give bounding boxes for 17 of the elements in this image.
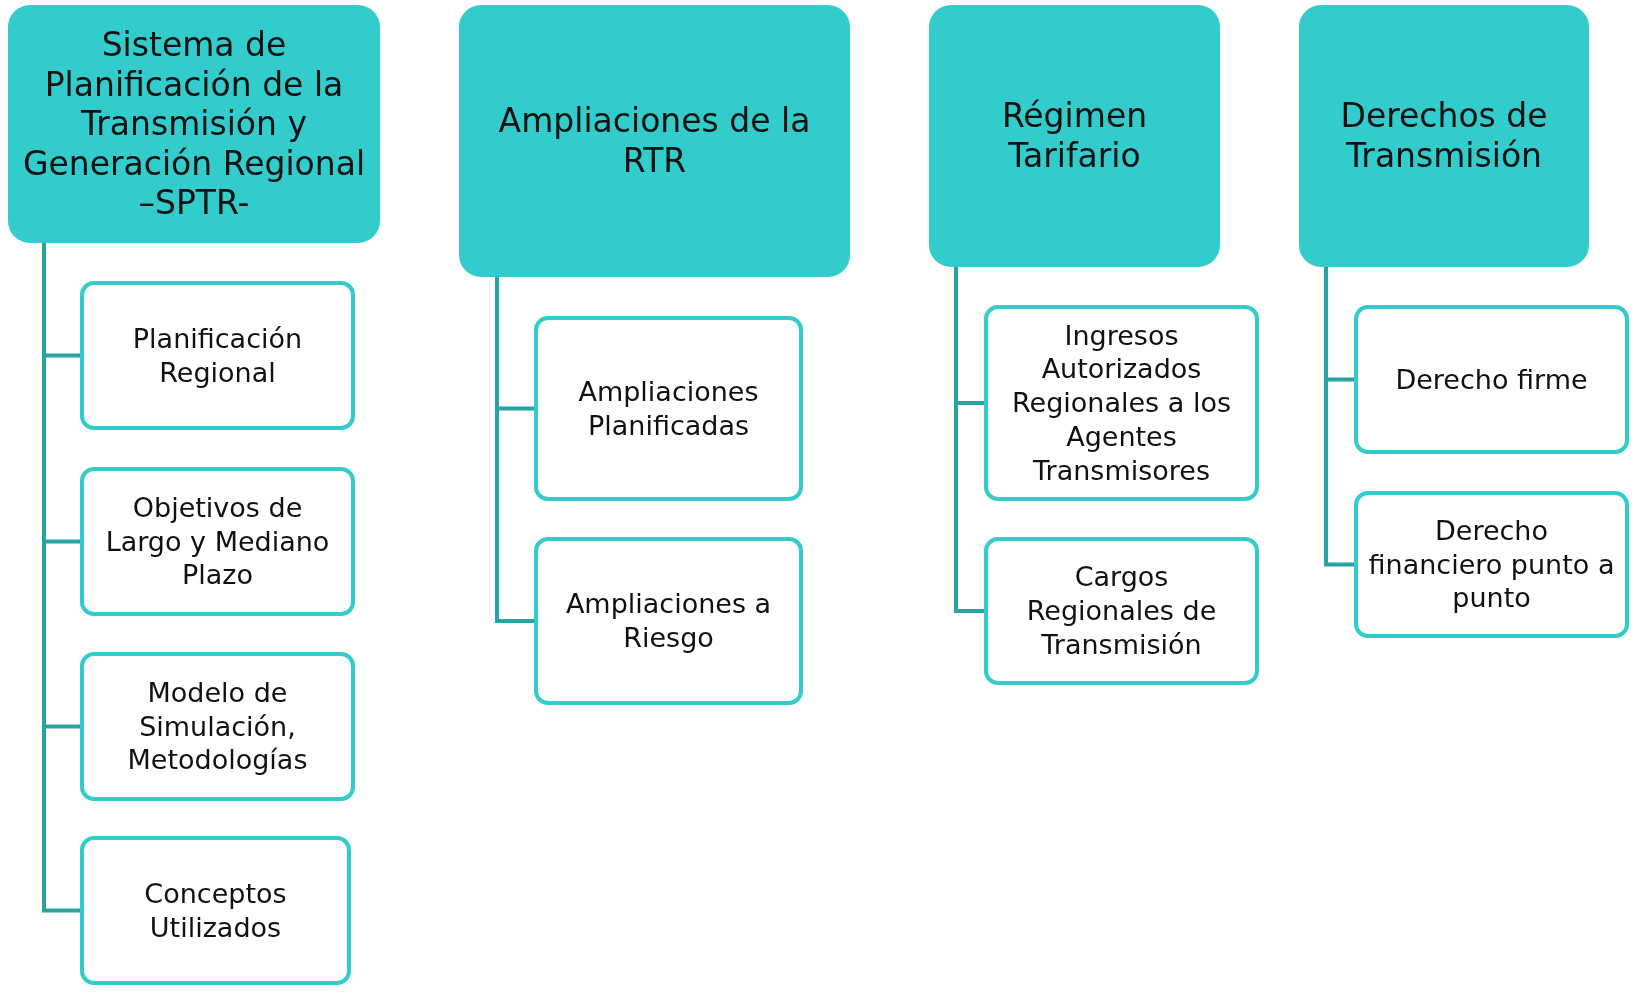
category-box: Ampliaciones de la RTR [459, 5, 850, 277]
item-box: Ampliaciones a Riesgo [534, 537, 803, 705]
connector-line [495, 277, 534, 623]
item-box: Modelo de Simulación, Metodologías [80, 652, 355, 801]
item-box: Objetivos de Largo y Mediano Plazo [80, 467, 355, 616]
category-box: Régimen Tarifario [929, 5, 1220, 267]
item-box: Ingresos Autorizados Regionales a los Agentes Transmisores [984, 305, 1259, 501]
item-box: Ampliaciones Planificadas [534, 316, 803, 501]
item-box: Conceptos Utilizados [80, 836, 351, 985]
item-box: Derecho firme [1354, 305, 1629, 454]
category-box: Derechos de Transmisión [1299, 5, 1589, 267]
connector-line [954, 267, 984, 613]
connector-line [1324, 267, 1354, 567]
category-box: Sistema de Planificación de la Transmisión y Generación Regional –SPTR- [8, 5, 380, 243]
item-box: Planificación Regional [80, 281, 355, 430]
item-box: Derecho financiero punto a punto [1354, 491, 1629, 638]
item-box: Cargos Regionales de Transmisión [984, 537, 1259, 685]
